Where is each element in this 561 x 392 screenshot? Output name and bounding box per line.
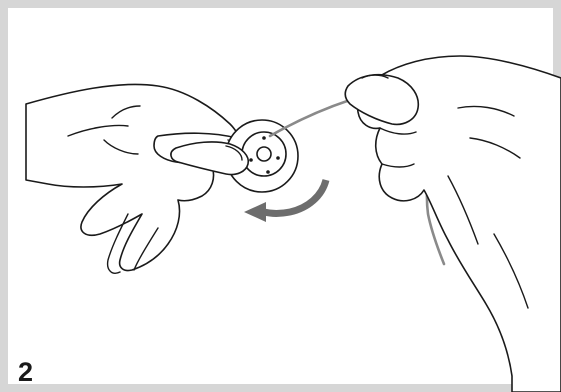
step-number-label: 2	[18, 359, 33, 386]
bobbin-hole-bottom	[266, 170, 270, 174]
bobbin-hole-top	[262, 136, 266, 140]
bobbin-center-hole	[257, 147, 271, 161]
illustration-svg	[16, 16, 561, 392]
left-hand-palm	[26, 84, 241, 270]
bobbin-hole-right	[276, 156, 280, 160]
rotation-arrow-head	[244, 202, 266, 222]
right-hand	[345, 56, 561, 392]
bobbin-winding-illustration	[16, 16, 561, 392]
bobbin-hole-left	[249, 158, 253, 162]
left-hand	[26, 84, 252, 273]
thread-top-strand	[270, 100, 350, 136]
